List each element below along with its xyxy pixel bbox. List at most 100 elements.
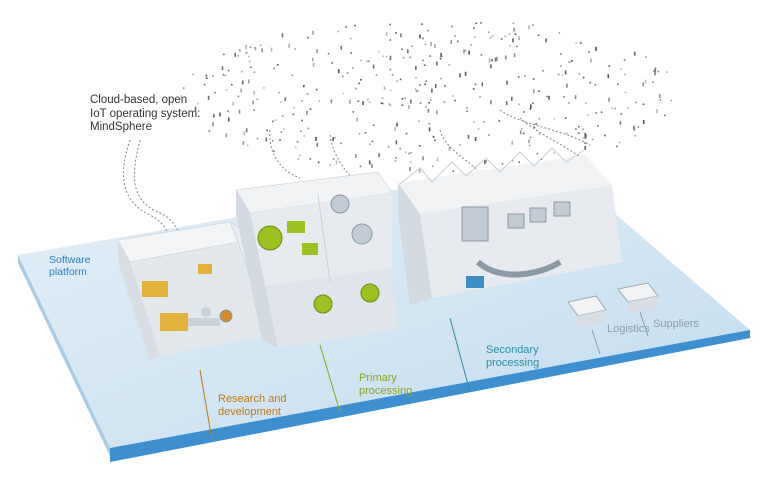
cloud-dot — [448, 63, 450, 66]
cloud-dot — [431, 88, 433, 93]
building-research — [117, 221, 273, 360]
cloud-dot — [566, 132, 568, 135]
cloud-dot — [194, 106, 197, 111]
secondary-label-line-2: processing — [486, 357, 540, 369]
cloud-dot — [356, 117, 358, 122]
secondary-line — [449, 317, 471, 393]
cloud-dot — [208, 130, 211, 132]
cloud-dot — [512, 38, 514, 43]
cloud-dot — [221, 66, 224, 71]
cloud-dot — [270, 47, 273, 52]
cloud-dot — [214, 91, 216, 94]
cloud-dot — [611, 107, 613, 109]
cloud-dot — [359, 165, 362, 168]
cloud-dot — [368, 60, 370, 63]
cloud-dot — [634, 135, 637, 137]
cloud-dot — [568, 102, 570, 104]
cloud-dot — [513, 53, 516, 58]
cloud-dot — [332, 158, 335, 160]
cloud-dot — [245, 128, 248, 133]
cloud-dot — [405, 132, 408, 135]
cloud-dot — [642, 103, 645, 106]
cloud-dot — [584, 142, 586, 144]
cloud-dot — [256, 137, 259, 140]
cloud-dot — [337, 69, 340, 74]
cloud-dot — [423, 64, 426, 66]
cloud-dot — [459, 73, 461, 78]
cloud-dot — [331, 62, 333, 64]
cloud-dot — [318, 100, 321, 102]
cloud-dot — [364, 132, 367, 134]
data-cloud — [180, 22, 672, 173]
cloud-dot — [436, 110, 438, 115]
cloud-dot — [303, 135, 306, 137]
cloud-dot — [566, 83, 568, 88]
cloud-dot — [408, 152, 410, 155]
cloud-dot — [382, 55, 385, 58]
cloud-dot — [371, 163, 373, 168]
primary-upper-floor — [250, 193, 392, 286]
cloud-dot — [352, 111, 355, 113]
cloud-dot — [394, 160, 397, 162]
secondary-label-line-1: Secondary — [486, 344, 539, 356]
cloud-dot — [254, 48, 257, 51]
research-label-line-1: Research and — [218, 393, 287, 405]
rnd-monitor-1 — [142, 281, 168, 297]
cloud-dot — [315, 137, 317, 141]
cloud-dot — [385, 31, 388, 36]
cloud-dot — [293, 106, 295, 109]
cloud-dot — [491, 59, 493, 61]
cloud-label: Cloud-based, open IoT operating system: … — [90, 94, 200, 135]
reactor-1 — [257, 225, 283, 251]
cloud-dot — [294, 48, 297, 50]
cloud-dot — [480, 54, 483, 56]
cloud-dot — [571, 60, 573, 62]
cloud-dot — [280, 131, 283, 133]
cloud-dot — [346, 72, 349, 74]
cloud-dot — [533, 126, 536, 129]
cloud-dot — [350, 37, 352, 40]
cloud-dot — [584, 132, 587, 137]
cloud-dot — [430, 42, 432, 47]
cloud-dot — [524, 75, 526, 77]
cloud-dot — [431, 165, 434, 168]
cloud-dot — [335, 160, 338, 165]
cloud-dot — [642, 82, 644, 87]
cloud-dot — [492, 35, 494, 37]
cloud-dot — [399, 147, 401, 150]
cloud-dot — [425, 80, 427, 82]
cloud-dot — [623, 59, 626, 61]
cloud-dot — [405, 151, 407, 154]
cloud-dot — [542, 70, 544, 72]
cloud-dot — [294, 146, 297, 149]
cloud-dot — [518, 103, 520, 106]
cloud-dot — [496, 56, 498, 61]
dryer-1 — [313, 294, 333, 314]
cloud-dot — [561, 74, 564, 77]
cloud-dot — [332, 137, 334, 142]
cloud-dot — [309, 158, 312, 160]
primary-line — [319, 344, 341, 413]
primary-label-line-2: processing — [359, 385, 413, 397]
rnd-apparatus — [219, 309, 233, 323]
cloud-dot — [222, 73, 225, 76]
cloud-dot — [518, 161, 520, 163]
cloud-dot — [624, 91, 627, 94]
cloud-dot — [582, 128, 584, 130]
cloud-dot — [614, 107, 616, 110]
cloud-dot — [225, 133, 228, 138]
cloud-dot — [360, 79, 362, 81]
cloud-dot — [301, 100, 303, 102]
cloud-dot — [454, 99, 456, 102]
cloud-dot — [410, 99, 412, 104]
cloud-dot — [607, 74, 610, 79]
secondary-left-wall — [398, 183, 432, 305]
cloud-dot — [362, 101, 364, 105]
logistics-line — [591, 329, 601, 355]
cloud-dot — [545, 38, 547, 43]
cloud-dot — [274, 119, 277, 121]
cloud-dot — [352, 67, 354, 69]
cloud-dot — [388, 103, 390, 105]
cloud-dot — [389, 55, 392, 60]
